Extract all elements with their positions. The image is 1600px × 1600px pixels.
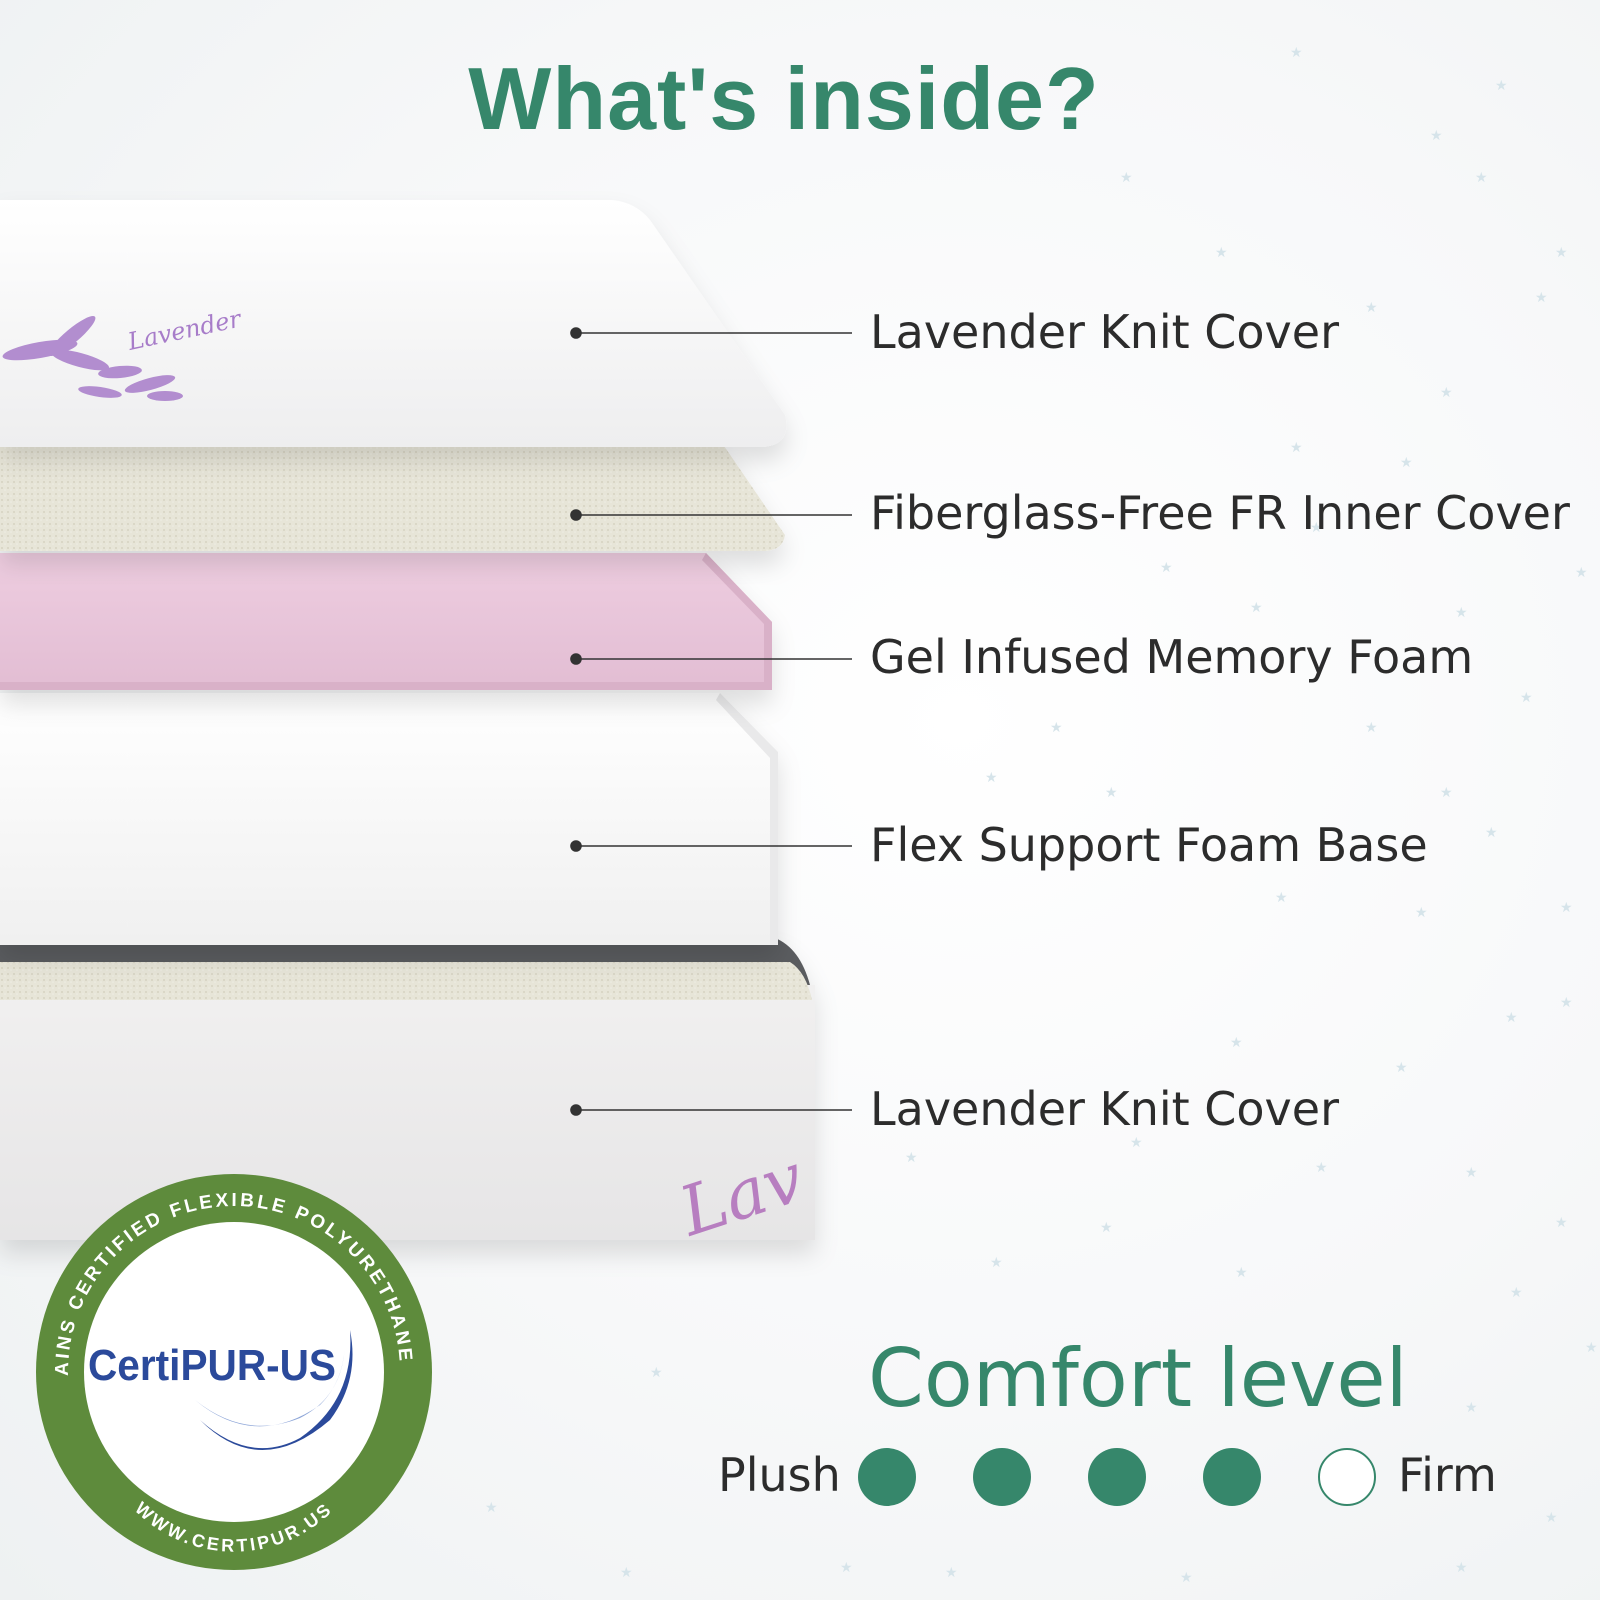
star-icon: ★ [1130,1134,1143,1150]
flex-support-foam-layer [0,693,778,945]
layer-label-bottom-knit-cover: Lavender Knit Cover [870,1082,1339,1136]
leader-lines [570,327,852,1116]
star-icon: ★ [1365,719,1378,735]
comfort-dot-empty [1318,1448,1376,1506]
star-icon: ★ [1120,169,1133,185]
star-icon: ★ [1215,244,1228,260]
star-icon: ★ [1545,1509,1558,1525]
star-icon: ★ [1100,1219,1113,1235]
star-icon: ★ [1585,1339,1598,1355]
star-icon: ★ [1365,299,1378,315]
star-icon: ★ [1230,1034,1243,1050]
star-icon: ★ [1400,454,1413,470]
lavender-flower-icon [2,315,183,401]
comfort-low-label: Plush [718,1448,841,1502]
comfort-level-title: Comfort level [868,1332,1408,1425]
star-icon: ★ [1050,719,1063,735]
star-icon: ★ [1560,994,1573,1010]
comfort-dot-filled [858,1448,916,1506]
star-icon: ★ [1440,384,1453,400]
star-icon: ★ [1505,1009,1518,1025]
star-icon: ★ [1575,564,1588,580]
star-icon: ★ [1290,44,1303,60]
star-icon: ★ [1160,559,1173,575]
bottom-knit-cover-layer: Lav [0,938,815,1253]
star-icon: ★ [1495,77,1508,93]
star-icon: ★ [945,1564,958,1580]
comfort-dot-filled [1088,1448,1146,1506]
star-icon: ★ [1455,604,1468,620]
top-knit-cover-layer: Lavender [0,200,787,447]
comfort-dot-filled [1203,1448,1261,1506]
comfort-high-label: Firm [1398,1448,1497,1502]
star-icon: ★ [1475,169,1488,185]
star-icon: ★ [1275,889,1288,905]
gel-memory-foam-layer [0,553,772,690]
star-icon: ★ [1535,289,1548,305]
page-title: What's inside? [468,49,1100,148]
star-icon: ★ [1465,1399,1478,1415]
star-icon: ★ [990,1254,1003,1270]
star-icon: ★ [1485,824,1498,840]
star-icon: ★ [1290,439,1303,455]
badge-brand-text: CertiPUR-US [88,1341,336,1390]
star-icon: ★ [1315,1159,1328,1175]
star-icon: ★ [1250,599,1263,615]
star-icon: ★ [1395,1059,1408,1075]
star-icon: ★ [1180,1569,1193,1585]
star-icon: ★ [840,1559,853,1575]
star-icon: ★ [985,769,998,785]
star-icon: ★ [1455,1559,1468,1575]
star-icon: ★ [1310,519,1323,535]
layer-label-memory-foam: Gel Infused Memory Foam [870,630,1474,684]
star-icon: ★ [1105,784,1118,800]
star-icon: ★ [650,1364,663,1380]
star-icon: ★ [1235,1264,1248,1280]
star-icon: ★ [1555,1214,1568,1230]
star-icon: ★ [1510,1284,1523,1300]
star-icon: ★ [620,1564,633,1580]
star-icon: ★ [1430,127,1443,143]
star-icon: ★ [1520,689,1533,705]
star-icon: ★ [1560,899,1573,915]
star-icon: ★ [1465,1164,1478,1180]
star-icon: ★ [1440,784,1453,800]
star-icon: ★ [905,1149,918,1165]
star-icon: ★ [485,1499,498,1515]
layer-label-top-knit-cover: Lavender Knit Cover [870,305,1339,359]
star-icon: ★ [1415,904,1428,920]
layer-label-inner-cover: Fiberglass-Free FR Inner Cover [870,486,1570,540]
star-icon: ★ [1555,244,1568,260]
comfort-dot-filled [973,1448,1031,1506]
layer-label-support-foam: Flex Support Foam Base [870,818,1428,872]
inner-cover-layer [0,440,785,551]
